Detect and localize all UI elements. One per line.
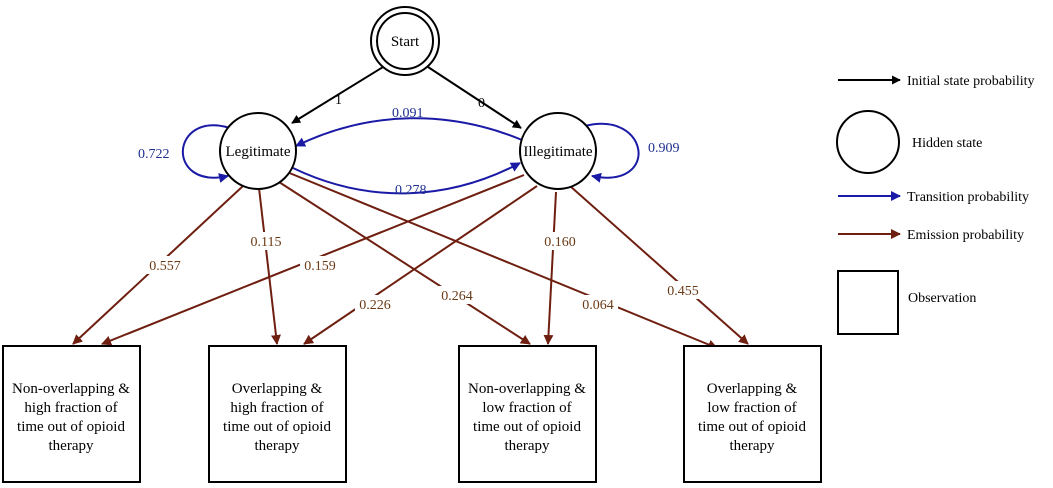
emission-prob-illegit-obs4: 0.455 (667, 284, 699, 299)
observation-2-line-1: Overlapping & (232, 381, 323, 397)
start-node: Start (370, 6, 440, 76)
emission-arrow-legit-obs4 (286, 171, 718, 350)
observation-1-line-2: high fraction of (24, 400, 117, 416)
transition-prob-legit-to-illegit: 0.278 (395, 183, 427, 198)
observation-2-line-4: therapy (255, 438, 300, 454)
emission-prob-legit-obs2: 0.115 (251, 235, 282, 250)
observation-3-line-4: therapy (505, 438, 550, 454)
observation-box-2: Overlapping & high fraction of time out … (208, 345, 347, 483)
observation-box-3: Non-overlapping & low fraction of time o… (458, 345, 597, 483)
initial-prob-legitimate: 1 (335, 93, 342, 108)
emission-prob-legit-obs1: 0.557 (149, 259, 181, 274)
legend-hidden-label: Hidden state (912, 136, 982, 151)
legend-observation-label: Observation (908, 291, 976, 306)
legend: Initial state probability Hidden state T… (836, 74, 1035, 335)
observation-3-line-3: time out of opioid (473, 419, 581, 435)
emission-arrows (72, 171, 749, 350)
hidden-state-legitimate: Legitimate (219, 112, 297, 190)
observation-4-line-4: therapy (730, 438, 775, 454)
emission-arrow-illegit-obs4 (569, 185, 749, 345)
illegitimate-label: Illegitimate (523, 144, 592, 160)
observation-2-line-3: time out of opioid (223, 419, 331, 435)
initial-arrow-illegitimate (427, 66, 522, 129)
legend-transition-label: Transition probability (907, 190, 1029, 205)
observation-4-line-1: Overlapping & (707, 381, 798, 397)
emission-prob-illegit-obs3: 0.160 (544, 235, 576, 250)
emission-arrow-legit-obs2 (258, 187, 281, 345)
legend-initial-label: Initial state probability (907, 74, 1035, 89)
legend-hidden-state-symbol (836, 110, 900, 174)
transition-legit-to-illegit (292, 162, 521, 195)
emission-prob-illegit-obs2: 0.226 (359, 298, 391, 313)
observation-box-4: Overlapping & low fraction of time out o… (683, 345, 822, 483)
transition-prob-illegit-to-legit: 0.091 (392, 106, 424, 121)
emission-prob-illegit-obs1: 0.159 (304, 259, 336, 274)
transition-illegit-to-legit (295, 117, 523, 147)
legend-emission-label: Emission probability (907, 228, 1024, 243)
emission-prob-legit-obs3: 0.264 (441, 289, 473, 304)
observation-4-line-3: time out of opioid (698, 419, 806, 435)
emission-arrow-illegit-obs2 (303, 185, 538, 345)
emission-arrow-legit-obs3 (278, 181, 531, 345)
emission-arrow-illegit-obs3 (543, 191, 557, 345)
transition-arrows: 0.722 0.909 0.091 0.278 (138, 106, 680, 198)
observation-1-line-1: Non-overlapping & (12, 381, 130, 397)
legitimate-label: Legitimate (226, 144, 291, 160)
observation-4-line-2: low fraction of (707, 400, 796, 416)
emission-prob-legit-obs4: 0.064 (582, 298, 614, 313)
initial-prob-illegitimate: 0 (478, 96, 485, 111)
hidden-state-illegitimate: Illegitimate (519, 112, 597, 190)
observation-1-line-4: therapy (49, 438, 94, 454)
start-label: Start (391, 34, 420, 50)
initial-arrows: 1 0 (291, 66, 522, 129)
legend-observation-symbol (837, 270, 899, 335)
transition-prob-legit-self: 0.722 (138, 147, 170, 162)
transition-self-illegitimate (584, 123, 640, 183)
transition-self-legitimate (181, 124, 231, 183)
observation-2-line-2: high fraction of (230, 400, 323, 416)
initial-arrow-legitimate (291, 66, 384, 124)
observation-1-line-3: time out of opioid (17, 419, 125, 435)
observation-3-line-1: Non-overlapping & (468, 381, 586, 397)
observation-3-line-2: low fraction of (482, 400, 571, 416)
emission-labels: 0.557 0.115 0.264 0.064 0.159 0.226 0.16… (145, 232, 703, 313)
observation-box-1: Non-overlapping & high fraction of time … (2, 345, 141, 483)
transition-prob-illegit-self: 0.909 (648, 141, 680, 156)
